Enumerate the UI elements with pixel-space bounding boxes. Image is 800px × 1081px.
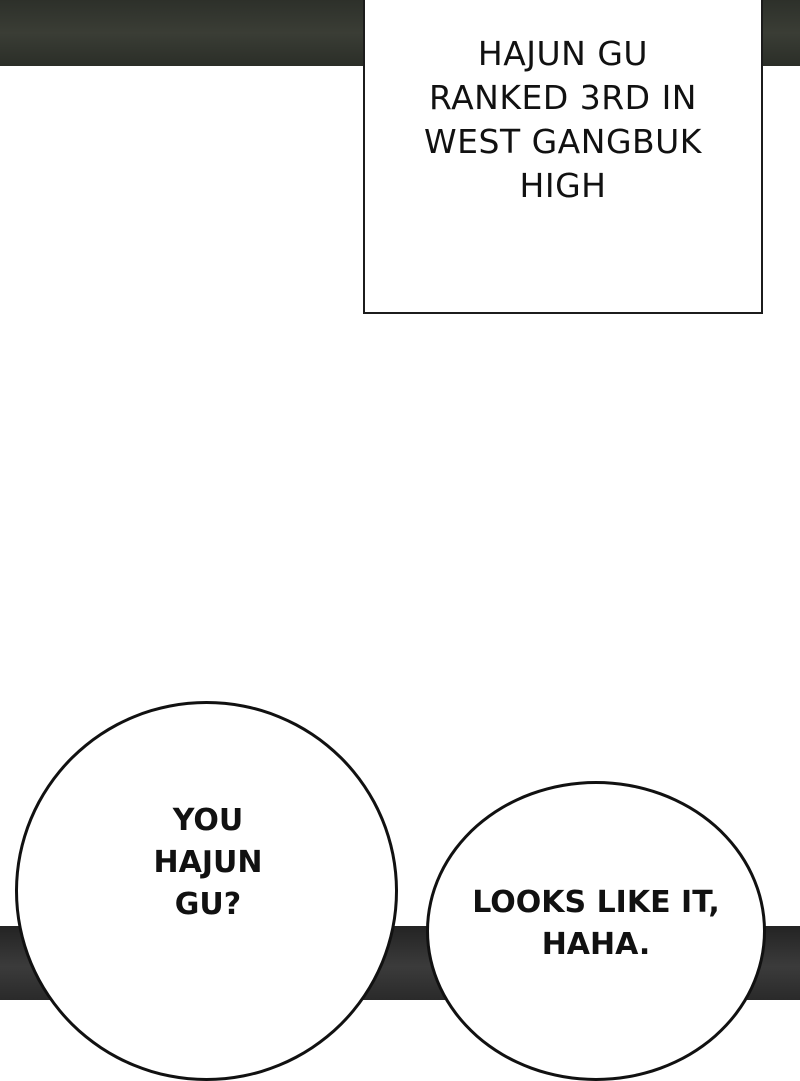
speech-bubble-left: YOU HAJUN GU? (15, 701, 398, 1081)
speech-line: GU? (174, 887, 242, 922)
speech-bubble-right: LOOKS LIKE IT, HAHA. (426, 781, 766, 1081)
speech-line: HAHA. (541, 927, 651, 962)
speech-line: HAJUN (153, 845, 263, 880)
caption-line: HAJUN GU (477, 34, 649, 73)
caption-line: WEST GANGBUK (424, 122, 702, 161)
speech-bubble-right-text: LOOKS LIKE IT, HAHA. (439, 882, 753, 966)
caption-line: RANKED 3RD IN (429, 78, 697, 117)
narration-caption-text: HAJUN GU RANKED 3RD IN WEST GANGBUK HIGH (403, 32, 723, 312)
speech-line: LOOKS LIKE IT, (472, 885, 720, 920)
speech-bubble-left-text: YOU HAJUN GU? (113, 800, 303, 926)
caption-line: HIGH (519, 166, 607, 205)
speech-line: YOU (172, 803, 244, 838)
narration-caption-box: HAJUN GU RANKED 3RD IN WEST GANGBUK HIGH (363, 0, 763, 314)
